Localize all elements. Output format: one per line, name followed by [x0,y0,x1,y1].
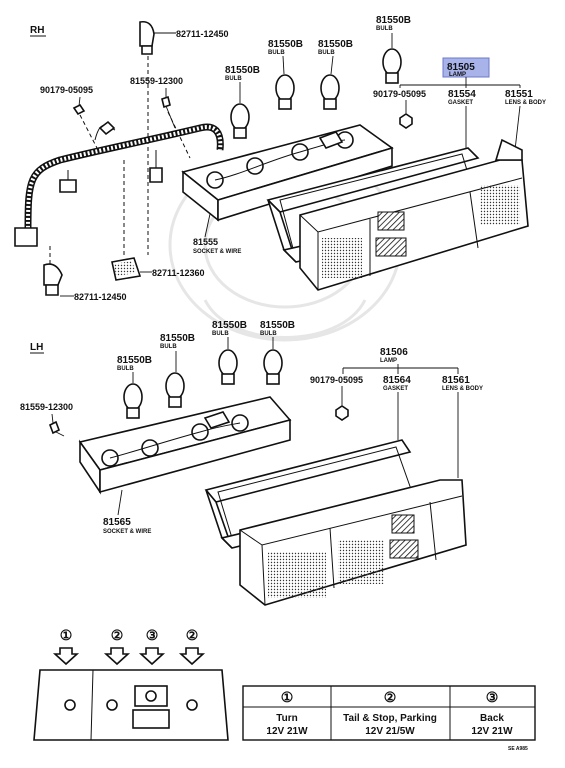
rh-bulb-a-num: 81550B [225,65,260,76]
rh-81554-sub: GASKET [448,100,473,106]
rh-label: RH [30,25,44,36]
rh-82711-top-label: 82711-12450 [176,29,229,39]
lh-bulb-d-num: 81550B [260,320,295,331]
rh-connector-bottom [43,263,63,296]
legend-name-1: Turn [276,713,297,724]
lh-socket-plate [78,396,292,495]
rh-lens-body [299,138,529,291]
lh-bulb-c-sub: BULB [212,331,229,337]
rh-81554-num: 81554 [448,89,476,100]
rh-bulb-b [275,74,295,110]
arrow-down-icon [52,647,80,666]
rh-bulb-d-num: 81550B [376,15,411,26]
legend-spec-1: 12V 21W [266,726,308,737]
lh-81564-num: 81564 [383,375,411,386]
rh-bulb-a [230,103,250,139]
rh-bulb-b-sub: BULB [268,50,285,56]
lh-81565-num: 81565 [103,517,131,528]
lh-bulb-d [263,349,283,385]
legend-spec-3: 12V 21W [471,726,513,737]
rh-81559-label: 81559-12300 [130,76,183,86]
bulb-legend-table: ① ② ③ Turn Tail & Stop, Parking Back 12V… [242,685,536,741]
rh-bulb-c-sub: BULB [318,50,335,56]
rh-81551-num: 81551 [505,89,533,100]
lh-81559-label: 81559-12300 [20,402,73,412]
rh-82711-bot-label: 82711-12450 [74,292,127,302]
rh-bulb-a-sub: BULB [225,76,242,82]
lh-bulb-b-num: 81550B [160,333,195,344]
rh-81505-num: 81505 [447,62,475,73]
footer-code: SE A985 [508,746,528,752]
lamp-key-markers: ① ② ③ ② [52,627,206,666]
lh-bulb-b-sub: BULB [160,344,177,350]
lh-81564-sub: GASKET [383,386,408,392]
marker-3: ③ [146,627,159,643]
legend-name-3: Back [480,713,504,724]
rh-socket-plate [181,124,394,222]
lh-lens-body [239,479,467,606]
rh-90179-left-label: 90179-05095 [40,85,93,95]
lh-label: LH [30,342,43,353]
lh-bulb-a [123,383,143,419]
lh-81561-num: 81561 [442,375,470,386]
lh-bulb-a-num: 81550B [117,355,152,366]
marker-1: ① [60,627,73,643]
lh-81561-sub: LENS & BODY [442,386,483,392]
rh-81505-sub: LAMP [449,72,466,78]
legend-num-2: ② [384,689,397,705]
marker-2a: ② [111,627,124,643]
rh-81551-sub: LENS & BODY [505,100,546,106]
rh-connector-top [139,20,176,55]
rh-screw-90179-left [72,103,86,116]
rh-90179-label: 90179-05095 [373,89,426,99]
rh-bulb-d-sub: BULB [376,26,393,32]
lh-bulb-a-sub: BULB [117,366,134,372]
marker-2b: ② [186,627,199,643]
legend-spec-2: 12V 21/5W [365,726,415,737]
arrow-down-icon [103,647,131,666]
rh-bulb-b-num: 81550B [268,39,303,50]
rh-82711-mid-label: 82711-12360 [152,268,205,278]
rh-bulb-c-num: 81550B [318,39,353,50]
lh-nut-90179 [335,405,349,421]
rh-connector-mid [111,257,142,281]
rh-81555-sub: SOCKET & WIRE [193,249,241,255]
legend-num-1: ① [281,689,294,705]
lh-bulb-d-sub: BULB [260,331,277,337]
rh-nut-90179 [399,113,413,129]
lh-81506-num: 81506 [380,347,408,358]
arrow-down-icon [138,647,166,666]
lh-bulb-c [218,349,238,385]
arrow-down-icon [178,647,206,666]
lamp-face-diagram [33,669,229,741]
legend-num-3: ③ [486,689,499,705]
rh-wire-harness [14,120,224,247]
legend-name-2: Tail & Stop, Parking [343,713,437,724]
lh-90179-label: 90179-05095 [310,375,363,385]
lh-bulb-b [165,372,185,408]
lh-81506-sub: LAMP [380,358,397,364]
lh-screw-81559 [48,420,65,437]
rh-bulb-d [382,48,402,84]
lh-81565-sub: SOCKET & WIRE [103,529,151,535]
lh-bulb-c-num: 81550B [212,320,247,331]
rh-81555-num: 81555 [193,237,218,247]
rh-bulb-c [320,74,340,110]
